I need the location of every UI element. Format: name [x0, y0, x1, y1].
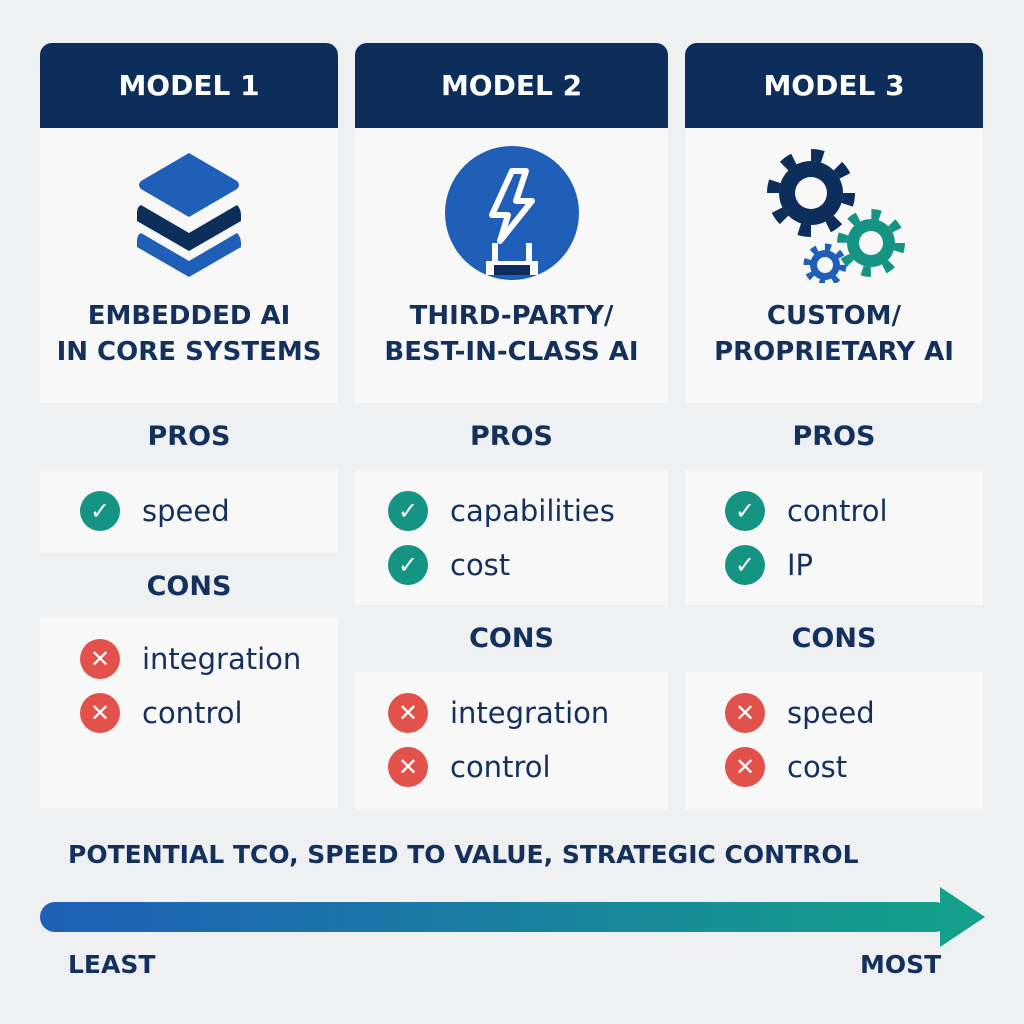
plug-lightning-icon: [442, 128, 582, 298]
pro-item: ✓cost: [388, 538, 668, 592]
model-2-pros-list: ✓capabilities ✓cost: [355, 470, 668, 605]
model-1-cons-label: CONS: [146, 571, 232, 602]
con-item: ✕integration: [80, 632, 338, 686]
pro-item: ✓speed: [80, 484, 338, 538]
model-2-cons-label: CONS: [469, 623, 554, 654]
con-item: ✕control: [388, 740, 668, 794]
model-3-header: MODEL 3: [685, 43, 983, 128]
model-2-column: MODEL 2 THIRD-PARTY/BEST-IN-CLASS AI PRO…: [355, 43, 668, 810]
layers-icon: [129, 128, 249, 298]
model-3-cons-list: ✕speed ✕cost: [685, 672, 983, 810]
check-icon: ✓: [725, 545, 765, 585]
model-1-pros-list: ✓speed: [40, 470, 338, 553]
pro-item: ✓capabilities: [388, 484, 668, 538]
con-item: ✕integration: [388, 686, 668, 740]
x-icon: ✕: [80, 639, 120, 679]
gears-icon: [759, 128, 909, 298]
least-label: LEAST: [68, 950, 156, 979]
model-2-cons-list: ✕integration ✕control: [355, 672, 668, 810]
check-icon: ✓: [80, 491, 120, 531]
model-3-pros-list: ✓control ✓IP: [685, 470, 983, 605]
check-icon: ✓: [388, 491, 428, 531]
x-icon: ✕: [725, 747, 765, 787]
model-3-pros-label: PROS: [792, 421, 876, 452]
x-icon: ✕: [725, 693, 765, 733]
x-icon: ✕: [388, 693, 428, 733]
model-1-pros-label: PROS: [147, 421, 231, 452]
gradient-arrow: [40, 887, 985, 947]
check-icon: ✓: [388, 545, 428, 585]
model-3-column: MODEL 3 CUSTOM/PROPRIETARY AI PROS ✓cont…: [685, 43, 983, 810]
x-icon: ✕: [388, 747, 428, 787]
con-item: ✕cost: [725, 740, 983, 794]
axis-label: POTENTIAL TCO, SPEED TO VALUE, STRATEGIC…: [68, 840, 859, 869]
model-2-header: MODEL 2: [355, 43, 668, 128]
con-item: ✕control: [80, 686, 338, 740]
model-3-title: CUSTOM/PROPRIETARY AI: [714, 301, 954, 367]
pro-item: ✓control: [725, 484, 983, 538]
model-1-header: MODEL 1: [40, 43, 338, 128]
model-3-cons-label: CONS: [791, 623, 877, 654]
x-icon: ✕: [80, 693, 120, 733]
con-item: ✕speed: [725, 686, 983, 740]
pro-item: ✓IP: [725, 538, 983, 592]
check-icon: ✓: [725, 491, 765, 531]
model-2-title: THIRD-PARTY/BEST-IN-CLASS AI: [384, 301, 639, 367]
most-label: MOST: [860, 950, 942, 979]
model-2-pros-label: PROS: [470, 421, 553, 452]
model-1-cons-list: ✕integration ✕control: [40, 618, 338, 808]
